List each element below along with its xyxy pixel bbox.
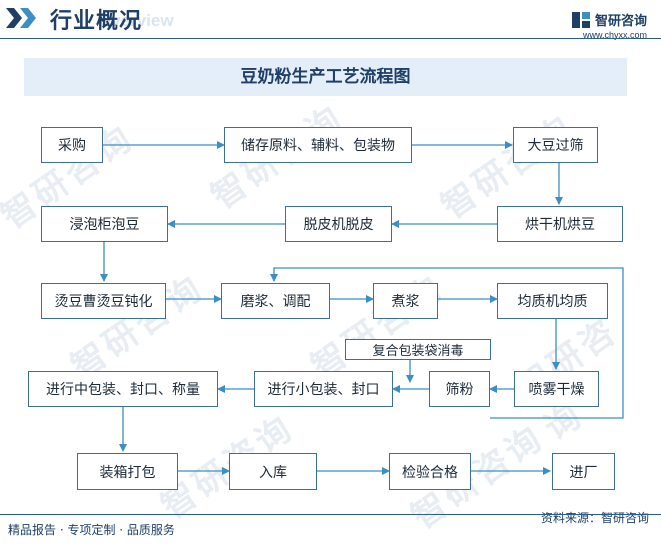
- node-boil: 煮浆: [373, 283, 438, 319]
- node-ship: 进厂: [552, 453, 615, 490]
- node-dry-beans: 烘干机烘豆: [497, 206, 623, 242]
- brand-logo-icon: [571, 11, 590, 28]
- footer-divider: [0, 514, 661, 515]
- node-peel: 脱皮机脱皮: [285, 206, 392, 242]
- page-title: 行业概况: [50, 9, 143, 34]
- node-store: 储存原料、辅料、包装物: [224, 127, 412, 163]
- node-grind: 磨浆、调配: [221, 283, 330, 319]
- diagram-title: 豆奶粉生产工艺流程图: [24, 58, 627, 96]
- node-box: 装箱打包: [77, 453, 178, 490]
- brand-url: www.chyxx.com: [582, 30, 647, 40]
- footer-services: 精品报告 · 专项定制 · 品质服务: [8, 523, 175, 537]
- node-inspect: 检验合格: [389, 453, 471, 490]
- node-bag-disinfect: 复合包装袋消毒: [345, 339, 491, 360]
- brand-name: 智研咨询: [594, 14, 647, 29]
- node-mid-pack: 进行中包装、封口、称量: [28, 371, 218, 407]
- header-divider: [0, 38, 661, 39]
- node-procure: 采购: [41, 127, 103, 163]
- node-sieve: 大豆过筛: [513, 127, 598, 163]
- node-small-pack: 进行小包装、封口: [254, 371, 393, 407]
- header-subtitle-en: Overview: [98, 11, 174, 30]
- node-sift: 筛粉: [429, 371, 490, 407]
- chevron-logo-icon: [6, 8, 36, 28]
- brand: 智研咨询: [571, 10, 647, 29]
- node-spray-dry: 喷雾干燥: [514, 371, 599, 407]
- arrow-loop-sift-grind: [270, 267, 624, 419]
- node-blanch: 烫豆曹烫豆钝化: [41, 283, 166, 319]
- node-homogenize: 均质机均质: [497, 283, 608, 319]
- node-soak: 浸泡柜泡豆: [41, 206, 168, 242]
- source-note: 资料来源：智研咨询: [540, 511, 649, 525]
- node-warehouse: 入库: [229, 453, 317, 490]
